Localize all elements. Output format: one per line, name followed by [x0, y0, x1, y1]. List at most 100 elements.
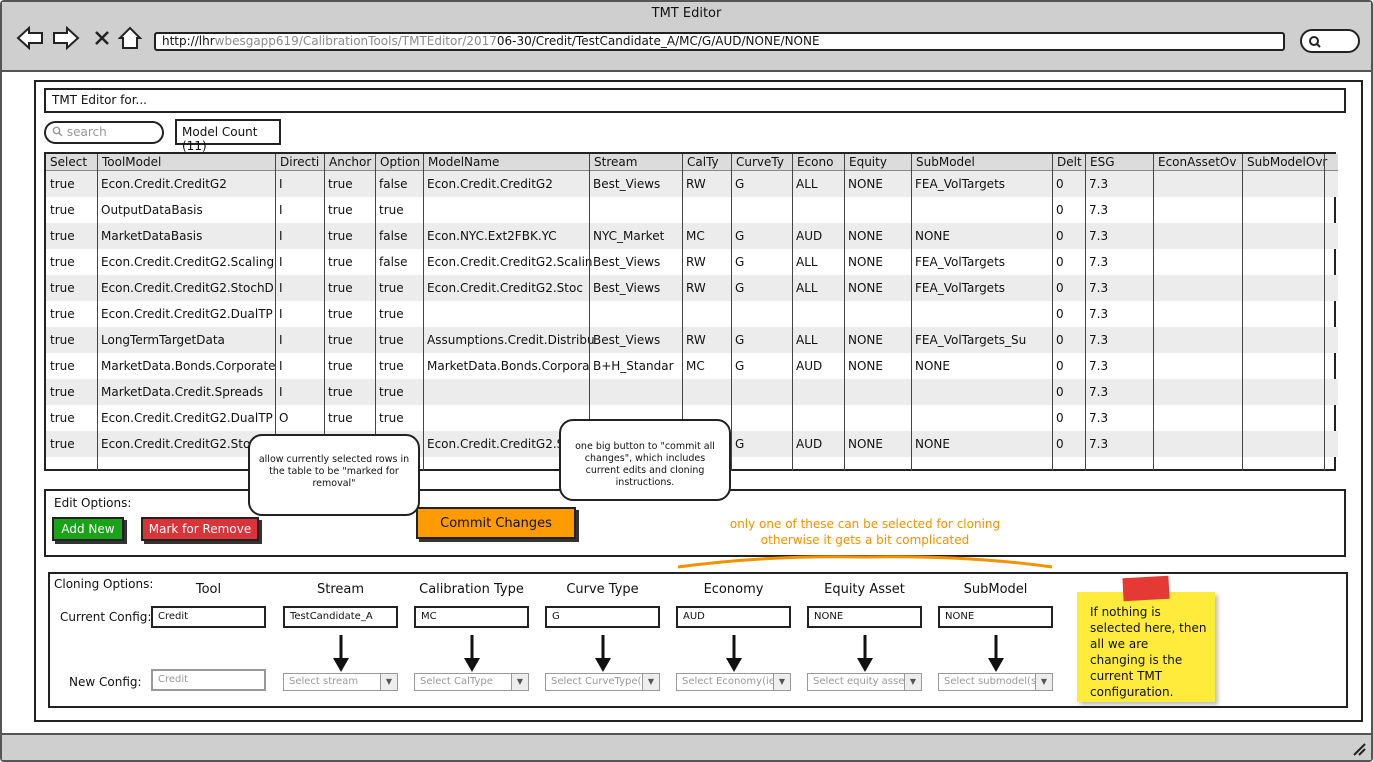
table-cell: Assumptions.Credit.Distribu: [427, 333, 595, 347]
current-config-field[interactable]: MC: [414, 606, 529, 628]
table-cell: [1153, 379, 1242, 405]
current-config-field[interactable]: AUD: [676, 606, 791, 628]
column-header[interactable]: Anchor: [324, 154, 375, 171]
column-header[interactable]: SubModel: [911, 154, 1052, 171]
table-cell: false: [379, 229, 408, 243]
column-divider: [844, 154, 845, 471]
stop-icon[interactable]: [88, 24, 116, 52]
cloning-note: only one of these can be selected for cl…: [724, 516, 1006, 548]
resize-grip-icon[interactable]: [1352, 742, 1366, 756]
table-cell: [911, 197, 1052, 223]
column-header[interactable]: CalTy: [682, 154, 731, 171]
table-cell: Best_Views: [593, 333, 661, 347]
chevron-down-icon[interactable]: ▼: [1035, 674, 1052, 690]
column-header[interactable]: ESG: [1085, 154, 1153, 171]
new-config-select[interactable]: Select CalType▼: [414, 673, 529, 691]
chevron-down-icon[interactable]: ▼: [511, 674, 528, 690]
table-cell: [682, 301, 731, 327]
browser-search[interactable]: [1300, 29, 1360, 53]
table-cell: 7.3: [1089, 229, 1109, 243]
table-cell: true: [328, 411, 353, 425]
mark-for-remove-button[interactable]: Mark for Remove: [141, 517, 259, 541]
current-config-field[interactable]: NONE: [938, 606, 1053, 628]
column-divider: [423, 154, 424, 471]
home-icon[interactable]: [116, 24, 144, 52]
column-header[interactable]: ModelName: [423, 154, 589, 171]
table-cell: [682, 197, 731, 223]
column-header[interactable]: SubModelOvr: [1242, 154, 1327, 171]
table-cell: Best_Views: [593, 281, 661, 295]
table-cell: [844, 405, 911, 431]
table-cell: I: [279, 385, 283, 399]
table-cell: [1153, 353, 1242, 379]
table-cell: [792, 197, 844, 223]
new-config-select[interactable]: Select stream▼: [283, 673, 398, 691]
cloning-note-line1: only one of these can be selected for cl…: [729, 517, 1001, 531]
table-cell: NONE: [848, 177, 883, 191]
column-header[interactable]: Delt: [1052, 154, 1085, 171]
table-cell: [792, 301, 844, 327]
new-config-select[interactable]: Select Economy(ies)▼: [676, 673, 791, 691]
current-config-field[interactable]: G: [545, 606, 660, 628]
new-config-select[interactable]: Select submodel(s)▼: [938, 673, 1053, 691]
table-cell: 0: [1056, 359, 1064, 373]
search-input[interactable]: search: [44, 121, 164, 144]
chevron-down-icon[interactable]: ▼: [642, 674, 659, 690]
column-header[interactable]: Equity: [844, 154, 911, 171]
column-header[interactable]: Econo: [792, 154, 844, 171]
table-cell: FEA_VolTargets: [915, 177, 1006, 191]
table-cell: [589, 197, 682, 223]
commit-changes-button[interactable]: Commit Changes: [416, 507, 576, 539]
column-header[interactable]: CurveTy: [731, 154, 792, 171]
model-count: Model Count (11): [175, 119, 281, 153]
table-cell: 7.3: [1089, 307, 1109, 321]
chevron-down-icon[interactable]: ▼: [773, 674, 790, 690]
address-bar[interactable]: http://lhrwbesgapp619/CalibrationTools/T…: [154, 32, 1285, 51]
chevron-down-icon[interactable]: ▼: [380, 674, 397, 690]
new-config-select[interactable]: Select equity asset(s)▼: [807, 673, 922, 691]
table-cell: true: [328, 333, 353, 347]
chevron-down-icon[interactable]: ▼: [904, 674, 921, 690]
table-cell: 0: [1056, 385, 1064, 399]
table-cell: I: [279, 229, 283, 243]
column-divider: [911, 154, 912, 471]
table-cell: true: [379, 359, 404, 373]
table-cell: 0: [1056, 437, 1064, 451]
table-cell: [792, 379, 844, 405]
column-header[interactable]: Option: [375, 154, 423, 171]
column-header[interactable]: ToolModel: [97, 154, 275, 171]
table-cell: O: [279, 411, 289, 425]
select-placeholder: Select CurveType(s): [551, 676, 651, 687]
current-config-field[interactable]: Credit: [151, 606, 266, 628]
column-header[interactable]: Directi: [275, 154, 324, 171]
table-cell: I: [279, 255, 283, 269]
add-new-button[interactable]: Add New: [52, 517, 124, 541]
table-cell: 0: [1056, 255, 1064, 269]
new-config-select[interactable]: Select CurveType(s)▼: [545, 673, 660, 691]
table-cell: true: [50, 203, 75, 217]
column-header[interactable]: Stream: [589, 154, 682, 171]
cloning-note-line2: otherwise it gets a bit complicated: [760, 533, 970, 547]
forward-icon[interactable]: [52, 24, 80, 52]
arrow-down-icon: [988, 635, 1004, 672]
table-cell: FEA_VolTargets: [915, 281, 1006, 295]
table-cell: Econ.Credit.CreditG2.DualTP: [101, 307, 273, 321]
current-config-field[interactable]: NONE: [807, 606, 922, 628]
table-cell: Econ.Credit.CreditG2.Stoc: [101, 437, 257, 451]
back-icon[interactable]: [16, 24, 44, 52]
table-cell: [1242, 275, 1324, 301]
column-header[interactable]: Select: [50, 155, 88, 169]
current-config-field[interactable]: TestCandidate_A: [283, 606, 398, 628]
column-header[interactable]: EconAssetOv: [1153, 154, 1242, 171]
